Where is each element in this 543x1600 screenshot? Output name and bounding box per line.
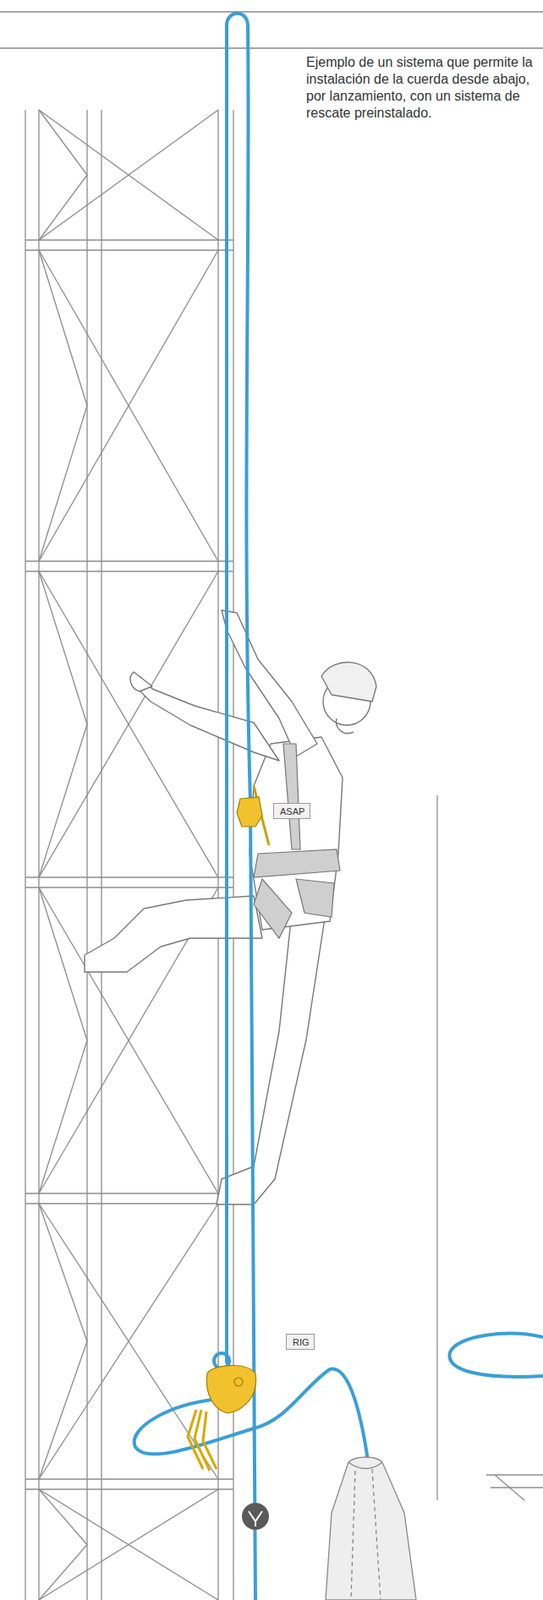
lattice-bar <box>25 249 234 251</box>
tag-text: ASAP <box>279 806 310 818</box>
device-tag: ASAP <box>273 803 311 820</box>
lattice-bar <box>38 250 88 406</box>
lattice-bar <box>25 887 234 889</box>
lattice-bar <box>38 724 88 878</box>
lattice-bar <box>38 1204 219 1481</box>
lattice-bar <box>38 109 219 241</box>
rig-device <box>187 1354 257 1472</box>
device-tag: RIG <box>285 1334 315 1351</box>
lattice-bar <box>25 1203 234 1205</box>
rope <box>134 13 368 1600</box>
lattice-tower <box>25 109 234 1600</box>
lattice-bar <box>38 109 219 241</box>
lattice-bar <box>38 250 219 562</box>
lattice-bar <box>25 877 234 878</box>
harness <box>253 744 341 939</box>
rope-coil <box>449 1334 543 1378</box>
lattice-bar <box>38 1204 219 1481</box>
caption-text: Ejemplo de un sistema que permite la ins… <box>306 54 535 122</box>
lattice-bar <box>38 571 88 725</box>
lattice-bar <box>25 239 234 241</box>
lattice-bar <box>38 250 219 562</box>
lattice-bar <box>38 1490 219 1600</box>
lattice-bar <box>38 888 88 1042</box>
lattice-bar <box>25 1489 234 1491</box>
lattice-bar <box>24 109 26 1600</box>
lattice-bar <box>38 1041 88 1195</box>
lattice-bar <box>100 109 102 1600</box>
lattice-bar <box>38 175 88 241</box>
lattice-bar <box>38 405 88 562</box>
lattice-bar <box>38 1204 88 1343</box>
anchor-symbol <box>241 1503 269 1531</box>
lattice-bar <box>25 560 234 562</box>
lattice-bar <box>38 1546 88 1600</box>
climber <box>84 610 377 1206</box>
lattice-bar <box>25 570 234 572</box>
lattice-bar <box>38 1342 88 1481</box>
lattice-bar <box>38 1490 88 1547</box>
rope-bag <box>325 1458 417 1600</box>
lattice-bar <box>25 1479 234 1481</box>
lattice-bar <box>38 109 39 1600</box>
lattice-bar <box>38 1490 219 1600</box>
lattice-bar <box>38 109 88 176</box>
right-partial <box>437 795 543 1502</box>
frame-lines <box>0 11 543 49</box>
tag-text: RIG <box>292 1338 314 1350</box>
lattice-bar <box>25 1193 234 1195</box>
asap-device <box>236 786 269 846</box>
